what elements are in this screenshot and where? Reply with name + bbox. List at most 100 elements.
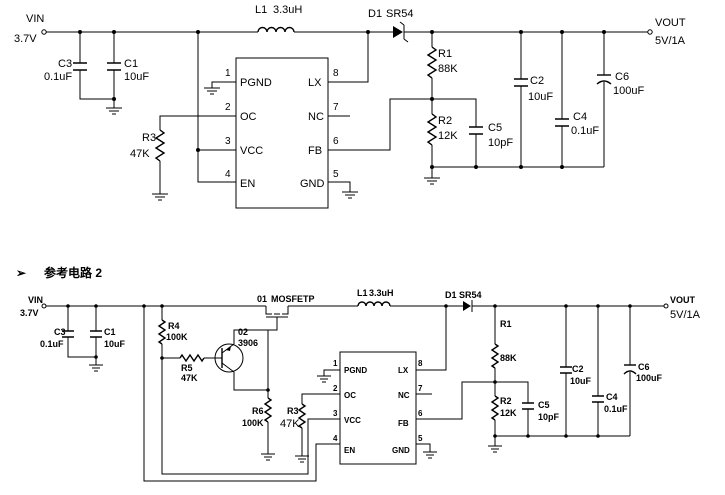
c1-ic-pin-num: 1 [225, 68, 231, 79]
c2-ic-body [339, 351, 417, 465]
c2-r2-name: R2 [500, 396, 512, 406]
c2-vin-terminal [41, 303, 47, 309]
c2-capacitor-c3 [62, 330, 74, 338]
c1-ic-pin-num: 5 [333, 169, 339, 180]
c2-l1-label: L1 [357, 288, 368, 298]
c2-r6-name: R6 [252, 406, 264, 416]
c2-ic-pin-num: 6 [418, 409, 423, 418]
c1-resistor-r1 [426, 46, 438, 79]
c1-capacitor-c5 [469, 126, 483, 135]
c1-vin-terminal [41, 29, 47, 35]
c2-en-wire [143, 306, 340, 482]
c1-vin-value: 3.7V [14, 33, 37, 45]
c1-ground-icon [342, 191, 358, 199]
c2-c3-name: C3 [54, 327, 66, 337]
c2-ic-pin-num: 1 [333, 359, 338, 368]
c1-r1-name: R1 [438, 48, 452, 60]
c2-capacitor-c6-curve [623, 370, 637, 375]
c2-pgnd-wire [323, 369, 340, 376]
c2-c2-value: 10uF [570, 376, 592, 386]
c1-oc-wire [159, 115, 236, 130]
c1-vout-terminal [647, 29, 653, 35]
c2-ground-icon [317, 375, 331, 383]
c1-ic-pin-num: 2 [225, 102, 231, 113]
c2-junction [493, 434, 497, 438]
c1-fb-wire [328, 98, 432, 151]
c1-pgnd-wire [211, 81, 236, 88]
c1-diode-d1 [393, 21, 409, 43]
c2-junction [526, 434, 530, 438]
c1-ic-pin-name: PGND [240, 77, 272, 89]
c2-ic-pin-num: 5 [418, 434, 423, 443]
c2-q1-label: 01 [257, 294, 267, 304]
c2-capacitor-c4 [592, 395, 604, 403]
c1-ic-pin-name: LX [308, 77, 322, 89]
c2-c3-wire [67, 306, 96, 358]
c2-c5-name: C5 [538, 400, 550, 410]
c1-l1-value: 3.3uH [273, 4, 302, 16]
c2-mosfet-q1 [265, 306, 289, 321]
c2-vout-label: VOUT [670, 295, 696, 305]
c1-capacitor-c3 [73, 62, 87, 71]
c1-d1-label: D1 [368, 8, 382, 20]
c2-vout-value: 5V/1A [670, 309, 701, 321]
c2-ic-pin-name: GND [392, 446, 410, 455]
c1-ground-icon [152, 193, 168, 201]
c2-r2-value: 12K [500, 408, 517, 418]
c2-vout-terminal [663, 303, 669, 309]
c2-ic-pin-num: 7 [418, 384, 423, 393]
c1-r3-value: 47K [130, 148, 150, 160]
c2-capacitor-c1 [90, 330, 102, 338]
c1-junction [366, 30, 370, 34]
c1-inductor-l1 [257, 26, 295, 33]
c2-ic-pin-num: 4 [333, 434, 338, 443]
c2-q2-name: 02 [238, 327, 248, 337]
c1-c1-name: C1 [124, 58, 138, 70]
c2-resistor-r5 [179, 353, 205, 363]
circuit-2: VIN 3.7V 01 MOSFETP L1 3.3uH D1 SR54 VOU… [20, 288, 701, 482]
c1-capacitor-c2 [514, 78, 528, 87]
c1-r1-value: 88K [438, 63, 458, 75]
c1-ground-icon [424, 177, 440, 185]
c1-junction [112, 97, 116, 101]
c2-lx-wire [416, 306, 447, 371]
c1-c1-value: 10uF [124, 71, 149, 83]
c2-q1-value: MOSFETP [271, 294, 315, 304]
c2-r5-value: 47K [181, 373, 198, 383]
c2-vin-value: 3.7V [20, 308, 39, 318]
c1-c4-value: 0.1uF [571, 125, 599, 137]
c1-ic-pin-num: 4 [225, 169, 231, 180]
c1-ic-pin-num: 6 [333, 136, 339, 147]
c2-q2-value: 3906 [238, 338, 258, 348]
c1-ic-body [235, 57, 329, 209]
c1-c3-value: 0.1uF [44, 71, 72, 83]
c2-r3-value: 47K [280, 418, 300, 430]
c2-c4-value: 0.1uF [604, 404, 628, 414]
c1-gnd-wire [328, 181, 351, 192]
c2-d1-value: SR54 [459, 290, 482, 300]
c2-r4-name: R4 [168, 321, 180, 331]
c1-ground-icon [106, 107, 122, 115]
c2-vin-label: VIN [28, 295, 43, 305]
c2-inductor-l1 [357, 301, 391, 307]
c2-c4-name: C4 [606, 392, 618, 402]
c2-c1-name: C1 [104, 327, 116, 337]
c1-vout-value: 5V/1A [655, 35, 686, 47]
c1-resistor-r2 [426, 113, 438, 146]
c2-c6-value: 100uF [636, 373, 663, 383]
c2-ic-pin-name: VCC [344, 416, 361, 425]
c2-r4-value: 100K [166, 332, 188, 342]
c1-ic-pin-name: FB [308, 145, 322, 157]
c2-q2-collector-wire [233, 372, 268, 391]
c1-r2-name: R2 [438, 115, 452, 127]
c2-c5-value: 10pF [538, 412, 560, 422]
c2-resistor-r2 [490, 395, 500, 421]
c1-junction [474, 165, 478, 169]
c2-c1-value: 10uF [104, 339, 126, 349]
c1-l1-label: L1 [255, 4, 267, 16]
c1-c3-name: C3 [58, 58, 72, 70]
c1-ic-pin-name: OC [240, 111, 257, 123]
c1-capacitor-c6-curve [596, 80, 612, 85]
c2-c2-name: C2 [572, 364, 584, 374]
c1-c2-name: C2 [530, 75, 544, 87]
